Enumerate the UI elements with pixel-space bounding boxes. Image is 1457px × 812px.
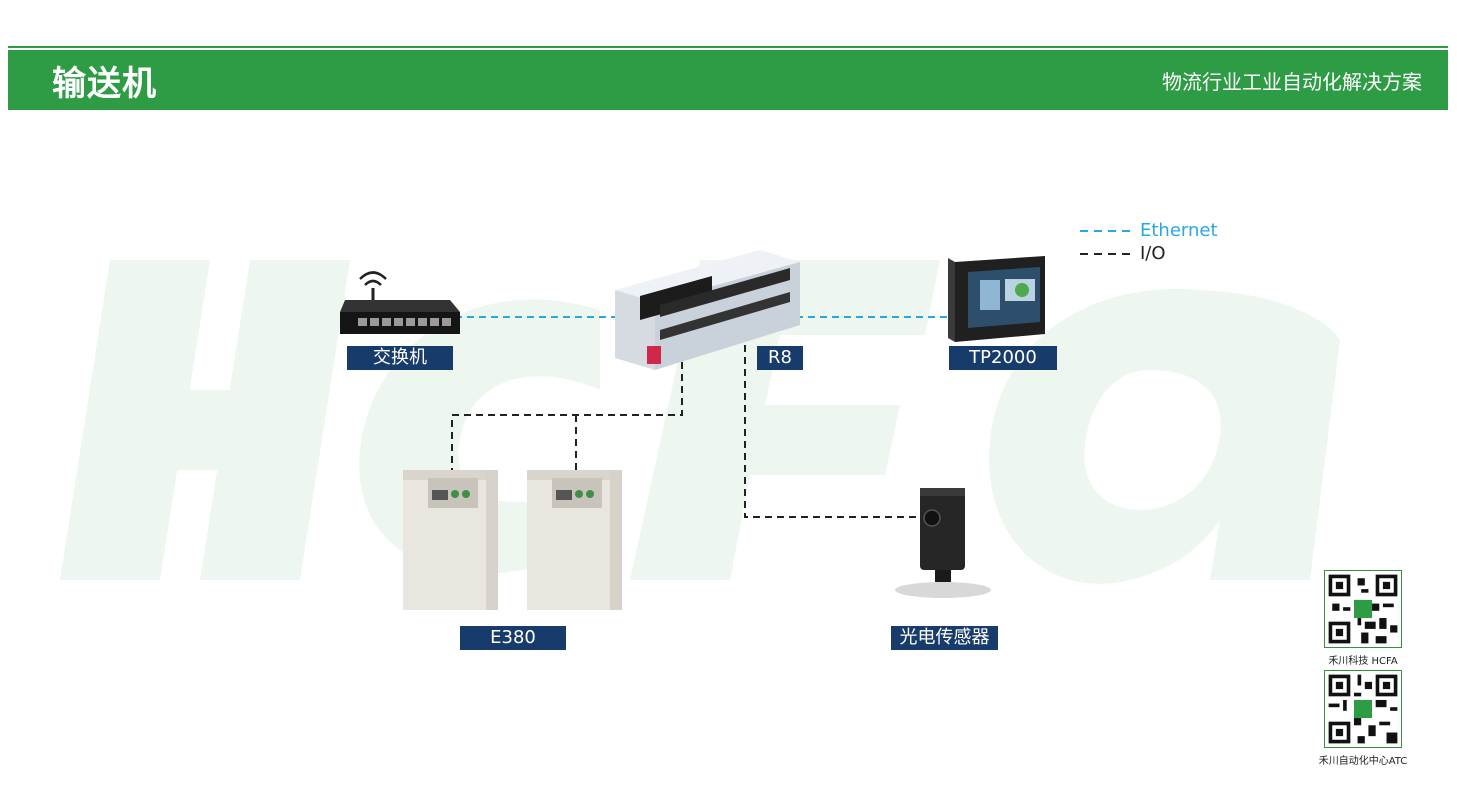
network-switch-icon [340,271,460,334]
io-link-plc-sensor [744,345,925,518]
qr-code-icon [1324,670,1402,748]
hmi-label: TP2000 [949,346,1057,370]
inverter-2-icon [527,470,622,610]
switch-label: 交换机 [347,346,453,370]
sensor-label: 光电传感器 [891,626,998,650]
inverter-label: E380 [460,626,566,650]
io-link-plc-inverter-1 [451,350,683,470]
page-subtitle: 物流行业工业自动化解决方案 [1162,70,1422,94]
qr-caption-atc: 禾川自动化中心ATC [1318,756,1408,767]
inverter-1-icon [403,470,498,610]
qr-block-atc: 禾川自动化中心ATC [1318,670,1408,767]
photoelectric-sensor-icon [895,488,991,598]
plc-label: R8 [757,346,803,370]
header-rule [8,46,1448,48]
qr-caption-hcfa: 禾川科技 HCFA [1328,656,1398,667]
legend-ethernet-text: Ethernet [1140,220,1218,241]
qr-block-hcfa: 禾川科技 HCFA [1318,570,1408,667]
hmi-touch-panel-icon [948,256,1045,342]
plc-controller-icon [615,250,800,370]
page-title: 输送机 [52,64,157,104]
header-bar: 输送机 物流行业工业自动化解决方案 [8,50,1448,110]
qr-code-icon [1324,570,1402,648]
legend-io-text: I/O [1140,243,1166,264]
